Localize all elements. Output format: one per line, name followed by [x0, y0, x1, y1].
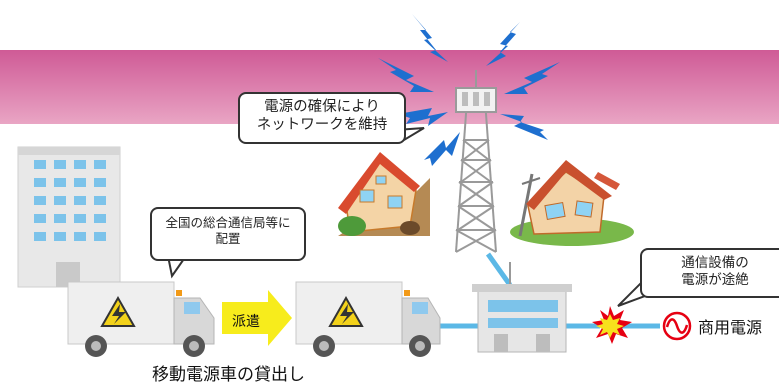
- office-building-icon: [17, 146, 121, 288]
- wire-break-icon: [592, 306, 632, 344]
- power-truck-icon: [295, 281, 441, 357]
- callout-network-line1: 電源の確保により: [264, 99, 380, 115]
- collapsed-house-icon: [510, 160, 634, 246]
- cell-tower-icon: [455, 70, 497, 253]
- callout-deploy: 全国の総合通信局等に 配置: [150, 207, 306, 261]
- callout-outage-line2: 電源が途絶: [681, 271, 749, 288]
- power-cable: [438, 252, 660, 329]
- dispatch-arrow: [222, 290, 292, 346]
- commercial-power-label: 商用電源: [698, 318, 763, 337]
- ac-power-icon: [662, 311, 692, 341]
- callout-network-line2: ネットワークを維持: [256, 117, 388, 134]
- callout-deploy-line1: 全国の総合通信局等に: [165, 215, 291, 230]
- callout-deploy-line2: 配置: [215, 230, 241, 246]
- callout-outage-line1: 通信設備の: [681, 255, 749, 271]
- station-building-icon: [472, 262, 572, 353]
- dispatch-label: 派遣: [232, 314, 260, 330]
- landslide-house-icon: [338, 152, 430, 236]
- lightning-bolts-icon: [378, 14, 560, 166]
- diagram-caption: 移動電源車の貸出し: [152, 365, 305, 385]
- callout-network: 電源の確保により ネットワークを維持: [238, 92, 406, 144]
- callout-outage: 通信設備の 電源が途絶: [640, 248, 779, 298]
- power-truck-icon: [67, 281, 215, 357]
